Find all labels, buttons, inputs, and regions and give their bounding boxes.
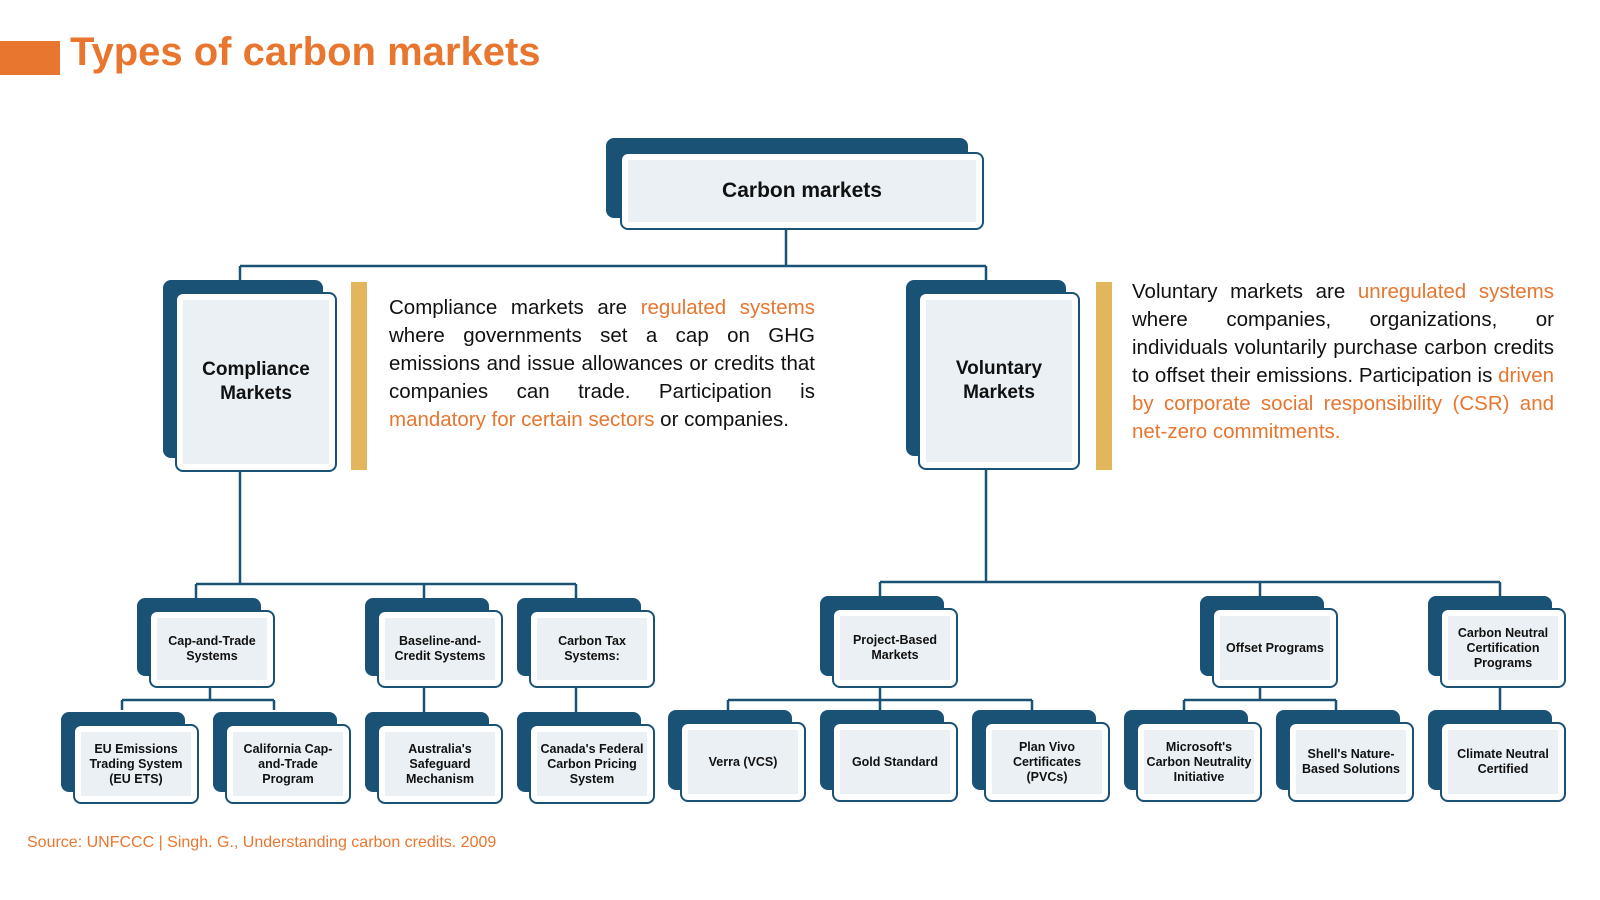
type-baseline-and-credit: Baseline-and-Credit Systems	[365, 598, 503, 688]
description-text: Voluntary markets are	[1132, 280, 1358, 303]
compliance-markets-node: Compliance Markets	[163, 280, 337, 472]
example-verra: Verra (VCS)	[668, 710, 806, 802]
example-microsoft: Microsoft's Carbon Neutrality Initiative	[1124, 710, 1262, 802]
type-offset-programs: Offset Programs	[1200, 596, 1338, 688]
example-climate-neutral: Climate Neutral Certified	[1428, 710, 1566, 802]
highlighted-text: mandatory for certain sectors	[389, 408, 655, 431]
example-plan-vivo: Plan Vivo Certificates (PVCs)	[972, 710, 1110, 802]
type-cap-and-trade: Cap-and-Trade Systems	[137, 598, 275, 688]
compliance-description: Compliance markets are regulated systems…	[389, 294, 815, 434]
page-title: Types of carbon markets	[70, 30, 541, 74]
compliance-accent-bar	[351, 282, 367, 470]
connector-project-based	[726, 686, 1034, 710]
example-shell: Shell's Nature-Based Solutions	[1276, 710, 1414, 802]
description-text: Compliance markets are	[389, 296, 641, 319]
voluntary-description: Voluntary markets are unregulated system…	[1132, 278, 1554, 446]
highlighted-text: regulated systems	[640, 296, 815, 319]
connector-root	[238, 226, 988, 280]
example-australia: Australia's Safeguard Mechanism	[365, 712, 503, 804]
type-certification-programs: Carbon Neutral Certification Programs	[1428, 596, 1566, 688]
type-project-based: Project-Based Markets	[820, 596, 958, 688]
highlighted-text: unregulated systems	[1357, 280, 1554, 303]
connector-cap-trade	[120, 686, 276, 710]
connector-voluntary	[878, 468, 1502, 596]
source-citation: Source: UNFCCC | Singh. G., Understandin…	[27, 834, 497, 851]
title-accent-bar	[0, 41, 60, 75]
connector-offset	[1182, 686, 1338, 710]
connector-compliance	[194, 470, 578, 598]
voluntary-accent-bar	[1096, 282, 1112, 470]
example-gold-standard: Gold Standard	[820, 710, 958, 802]
type-carbon-tax: Carbon Tax Systems:	[517, 598, 655, 688]
highlighted-text: driven by corporate social responsibilit…	[1132, 364, 1554, 443]
example-eu-ets: EU Emissions Trading System (EU ETS)	[61, 712, 199, 804]
description-text: where governments set a cap on GHG emiss…	[389, 324, 815, 403]
example-canada: Canada's Federal Carbon Pricing System	[517, 712, 655, 804]
example-california: California Cap-and-Trade Program	[213, 712, 351, 804]
description-text: or companies.	[654, 408, 789, 431]
description-text: where companies, organizations, or indiv…	[1132, 308, 1554, 387]
root-node: Carbon markets	[606, 138, 984, 230]
voluntary-markets-node: Voluntary Markets	[906, 280, 1080, 470]
